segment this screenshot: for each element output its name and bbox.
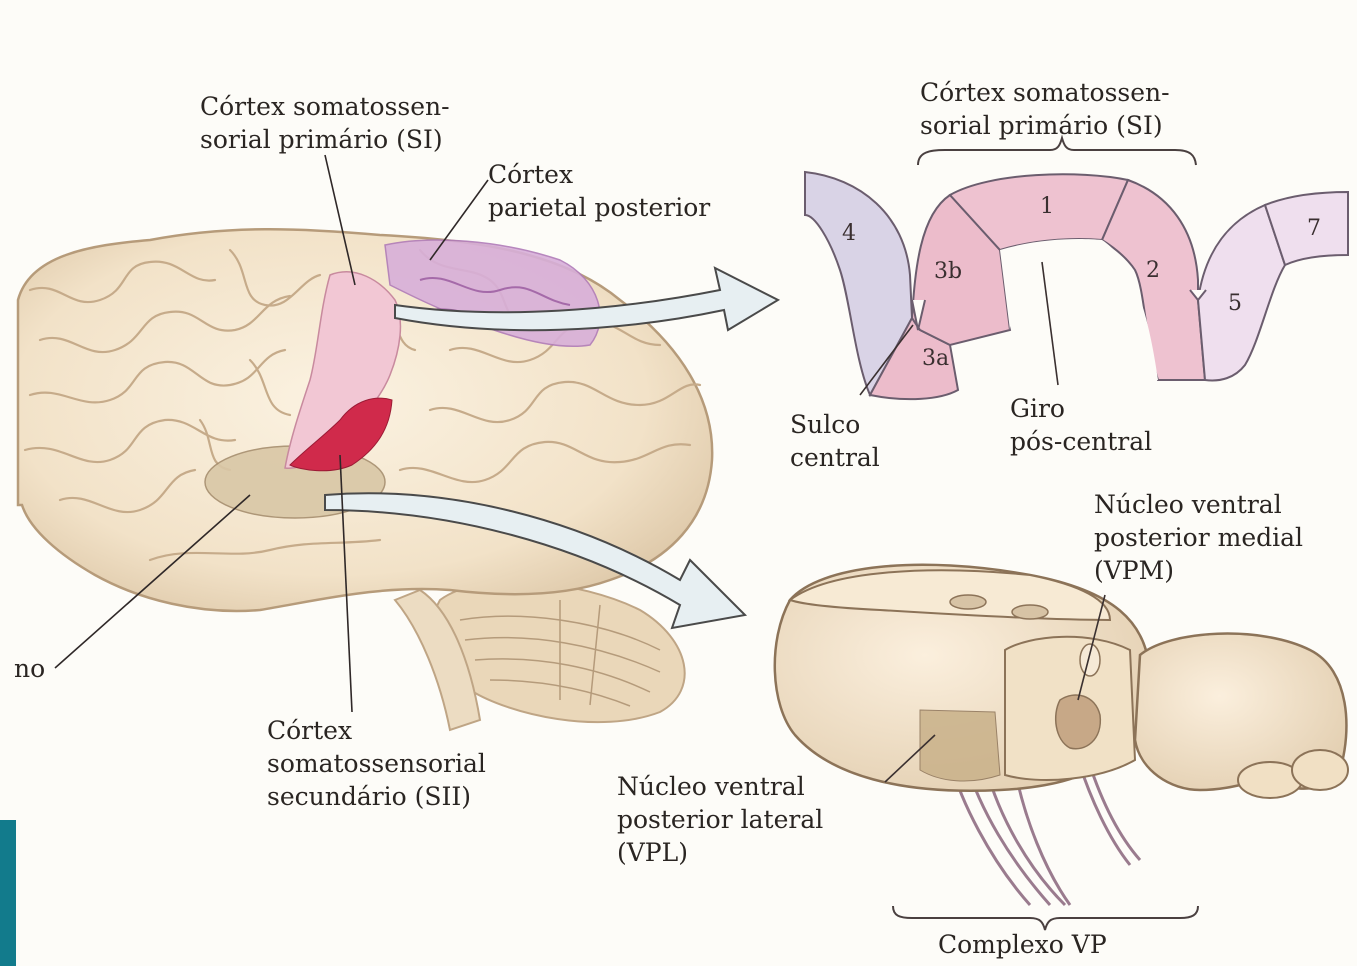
si-brace (918, 138, 1196, 165)
thalamus-illustration (775, 565, 1348, 930)
label-sulco-central: Sulco central (790, 408, 880, 474)
label-si-right: Córtex somatossen- sorial primário (SI) (920, 76, 1170, 142)
cortex-section (805, 138, 1348, 399)
area-label-3a: 3a (922, 346, 949, 371)
vpl-region (920, 710, 1000, 781)
vpm-region (1056, 695, 1101, 749)
label-truncated: no (14, 652, 45, 685)
label-giro-pos-central: Giro pós-central (1010, 392, 1152, 458)
label-complexo-vp: Complexo VP (938, 928, 1107, 961)
area-label-5: 5 (1228, 291, 1242, 316)
label-si-left: Córtex somatossen- sorial primário (SI) (200, 90, 450, 156)
area-label-7: 7 (1307, 216, 1321, 241)
brain-illustration (18, 229, 712, 730)
label-vpl: Núcleo ventral posterior lateral (VPL) (617, 770, 823, 869)
left-edge-bar (0, 820, 16, 966)
label-posterior-parietal: Córtex parietal posterior (488, 158, 710, 224)
vp-brace (893, 906, 1198, 930)
label-sii: Córtex somatossensorial secundário (SII) (267, 714, 486, 813)
area-label-1: 1 (1040, 194, 1054, 219)
area-label-3b: 3b (934, 259, 962, 284)
area-label-2: 2 (1146, 258, 1160, 283)
label-vpm: Núcleo ventral posterior medial (VPM) (1094, 488, 1303, 587)
area-label-4: 4 (842, 221, 856, 246)
